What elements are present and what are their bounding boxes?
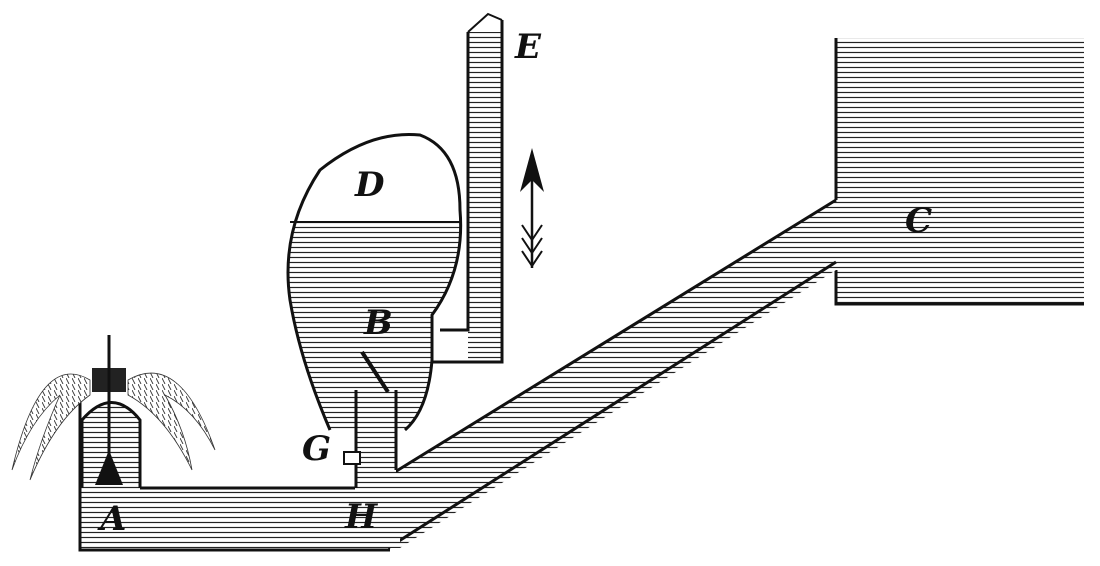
fountain-a — [11, 335, 216, 488]
horizontal-pipe — [78, 390, 400, 552]
valve-assembly — [343, 350, 398, 488]
drive-pipe — [380, 198, 837, 550]
label-d: D — [354, 165, 385, 205]
label-e: E — [514, 27, 542, 67]
delivery-pipe-e — [432, 12, 504, 364]
label-a: A — [97, 499, 126, 539]
label-h: H — [344, 497, 379, 537]
label-g: G — [302, 429, 331, 469]
reservoir-c — [834, 38, 1084, 306]
water-spray-right — [127, 372, 216, 471]
water-spray-left — [11, 373, 91, 481]
valve-g — [343, 451, 361, 465]
flow-arrow — [520, 148, 544, 268]
label-b: B — [363, 303, 393, 343]
label-c: C — [905, 201, 932, 241]
